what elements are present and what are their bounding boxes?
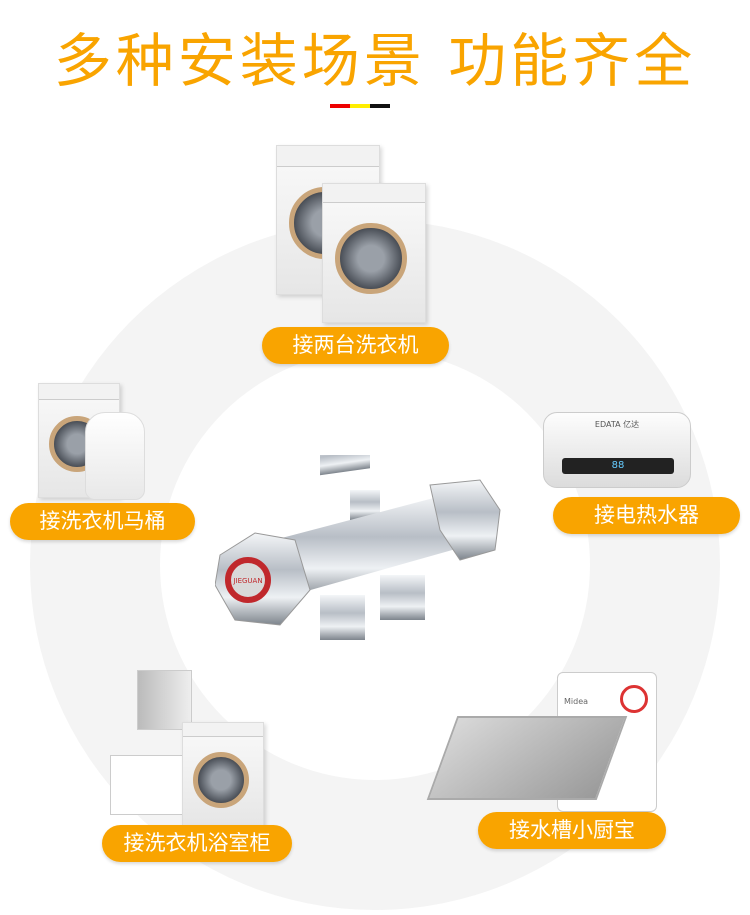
water-heater-image: EDATA 亿达 88 bbox=[543, 412, 691, 488]
scene-label-sink-boiler: 接水槽小厨宝 bbox=[478, 812, 666, 849]
scene-label-water-heater: 接电热水器 bbox=[553, 497, 740, 534]
scene-label-two-washers: 接两台洗衣机 bbox=[262, 327, 449, 364]
kitchen-sink-image bbox=[426, 716, 628, 800]
page-title: 多种安装场景 功能齐全 bbox=[53, 27, 697, 95]
boiler-dial-icon bbox=[620, 685, 648, 713]
toilet-image bbox=[85, 412, 145, 500]
divider-black bbox=[370, 104, 390, 108]
divider-red bbox=[330, 104, 350, 108]
divider-yellow bbox=[350, 104, 370, 108]
product-logo: JIEGUAN bbox=[232, 577, 262, 585]
mirror-cabinet-image bbox=[137, 670, 192, 730]
washing-machine-image bbox=[322, 183, 426, 323]
washing-machine-image bbox=[182, 722, 264, 827]
angle-valve-product-image: JIEGUAN bbox=[215, 455, 501, 640]
washing-machine-image bbox=[38, 383, 120, 498]
scene-label-washer-cabinet: 接洗衣机浴室柜 bbox=[102, 825, 292, 862]
boiler-brand: Midea bbox=[564, 697, 589, 706]
bathroom-cabinet-image bbox=[110, 755, 185, 815]
scene-label-washer-toilet: 接洗衣机马桶 bbox=[10, 503, 195, 540]
